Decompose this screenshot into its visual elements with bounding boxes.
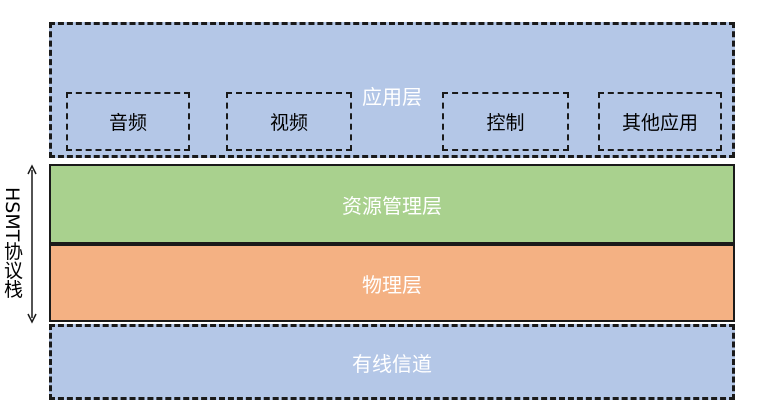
wired-channel-layer: 有线信道 bbox=[49, 324, 735, 400]
application-layer: 应用层 音频 视频 控制 其他应用 bbox=[49, 22, 735, 158]
application-layer-title: 应用层 bbox=[362, 85, 422, 109]
app-item-video: 视频 bbox=[226, 92, 352, 151]
protocol-stack-label: HSMT协议栈 bbox=[1, 187, 23, 299]
app-item-control: 控制 bbox=[442, 92, 569, 151]
physical-layer-label: 物理层 bbox=[362, 272, 422, 297]
resource-management-layer-label: 资源管理层 bbox=[342, 193, 442, 218]
app-item-audio: 音频 bbox=[66, 92, 190, 151]
app-item-other: 其他应用 bbox=[598, 92, 722, 151]
resource-management-layer: 资源管理层 bbox=[49, 164, 735, 244]
wired-channel-layer-label: 有线信道 bbox=[352, 351, 432, 376]
double-arrow-icon bbox=[27, 164, 37, 324]
physical-layer: 物理层 bbox=[49, 244, 735, 322]
